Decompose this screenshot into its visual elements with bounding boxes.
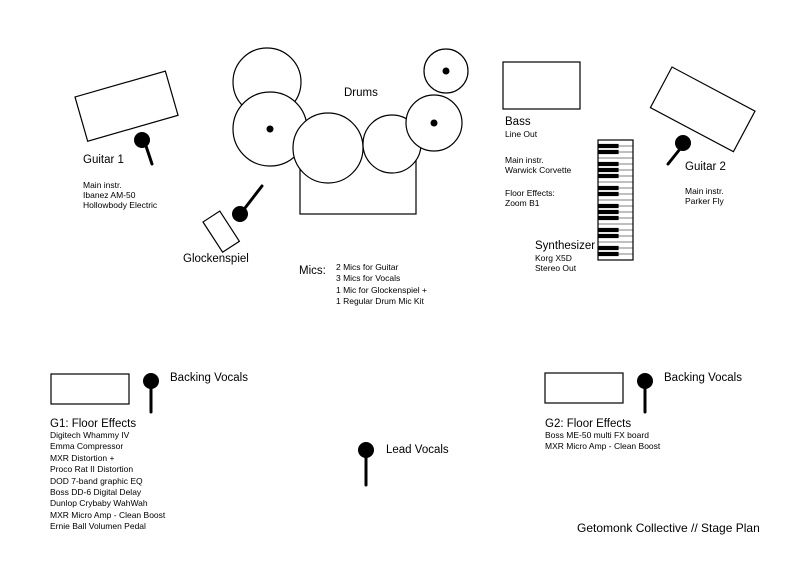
guitar1-label: Guitar 1: [83, 154, 124, 166]
mics-list: 2 Mics for Guitar 3 Mics for Vocals 1 Mi…: [336, 262, 427, 307]
backing-vocals-left-label: Backing Vocals: [170, 372, 248, 384]
lead-vocals-label: Lead Vocals: [386, 444, 449, 456]
synthesizer-label: Synthesizer: [535, 240, 596, 252]
synth-black-key: [597, 203, 619, 209]
g1-floor-board: [50, 373, 130, 405]
bass-label: Bass: [505, 116, 531, 128]
synth-black-key: [597, 209, 619, 215]
synth-black-key: [597, 167, 619, 173]
guitar1-mic-icon: [134, 132, 154, 166]
synth-black-key: [597, 233, 619, 239]
bass-line-out: Line Out: [505, 129, 538, 139]
bass-main-instr: Main instr. Warwick Corvette: [505, 155, 572, 176]
footer-title: Getomonk Collective // Stage Plan: [577, 521, 760, 535]
backing-vocals-right-mic-icon: [637, 373, 653, 414]
synth-black-key: [597, 245, 619, 251]
guitar2-label: Guitar 2: [685, 161, 726, 173]
lead-vocals-mic-icon: [358, 442, 374, 487]
synth-black-key: [597, 185, 619, 191]
synth-black-key: [597, 251, 619, 257]
synth-black-key: [597, 173, 619, 179]
drum-bass-drum: [292, 112, 364, 184]
drums-label: Drums: [344, 87, 378, 99]
glockenspiel-box: [202, 210, 241, 254]
guitar2-info: Main instr. Parker Fly: [685, 186, 724, 207]
guitar1-amp: [74, 70, 179, 142]
synth-black-key: [597, 149, 619, 155]
guitar1-info: Main instr. Ibanez AM-50 Hollowbody Elec…: [83, 180, 158, 211]
bass-amp: [502, 61, 581, 110]
guitar2-amp: [649, 66, 756, 153]
g2-floor-board: [544, 372, 624, 404]
backing-vocals-right-label: Backing Vocals: [664, 372, 742, 384]
g2-floor-effects-title: G2: Floor Effects: [545, 418, 632, 430]
guitar2-mic-icon: [666, 135, 691, 166]
backing-vocals-left-mic-icon: [143, 373, 159, 414]
g2-effects-list: Boss ME-50 multi FX board MXR Micro Amp …: [545, 430, 661, 452]
synthesizer-info: Korg X5D Stereo Out: [535, 253, 577, 274]
g1-floor-effects-title: G1: Floor Effects: [50, 418, 137, 430]
synth-black-key: [597, 191, 619, 197]
glockenspiel-label: Glockenspiel: [183, 253, 249, 265]
synth-black-key: [597, 161, 619, 167]
g1-effects-list: Digitech Whammy IV Emma Compressor MXR D…: [50, 430, 166, 531]
bass-floor-effects: Floor Effects: Zoom B1: [505, 188, 555, 209]
synth-black-key: [597, 143, 619, 149]
glockenspiel-mic-icon: [232, 184, 264, 222]
synth-black-key: [597, 227, 619, 233]
synth-black-key: [597, 215, 619, 221]
mics-label: Mics:: [299, 265, 326, 277]
